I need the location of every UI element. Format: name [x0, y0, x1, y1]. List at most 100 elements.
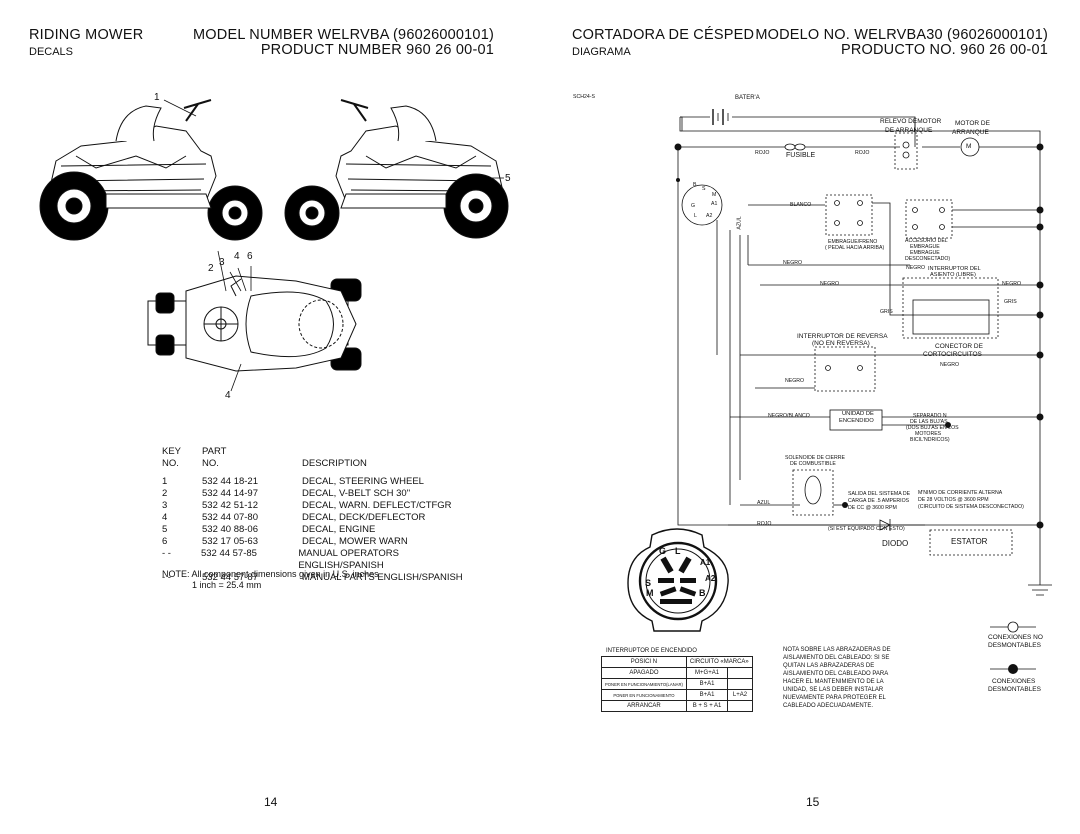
switch-letter-a1: A1 — [700, 558, 711, 567]
cell-posicion: PONER EN FUNCIONAMIENTO(LANAR) — [601, 678, 687, 690]
label-negro-6: NEGRO — [940, 362, 960, 368]
right-title: CORTADORA DE CÉSPED — [572, 27, 755, 43]
switch-letter-l: L — [675, 546, 681, 556]
left-model-number: MODEL NUMBER WELRVBA (96026000101) — [193, 27, 494, 43]
note-inch: 1 inch = 25.4 mm — [192, 580, 262, 590]
head-part-no: NO. — [202, 458, 219, 469]
callout-4-bottom: 4 — [225, 390, 231, 401]
row-key: - - — [162, 572, 171, 583]
schematic-id: SCH24-S — [573, 94, 595, 100]
switch-letter-m: M — [646, 588, 654, 598]
row-description: DECAL, WARN. DEFLECT/CTFGR — [302, 500, 452, 511]
label-negro-3: NEGRO — [820, 281, 840, 287]
label-negro-blanco: NEGRO/BLANCO — [768, 413, 810, 419]
switch-letter-s: S — [645, 578, 652, 588]
parts-table-head-1: KEY PART — [162, 446, 482, 458]
row-part-number: 532 44 57-85 — [200, 548, 257, 559]
row-description: MANUAL OPERATORS ENGLISH/SPANISH — [298, 548, 399, 571]
row-part-number: 532 44 57-87 — [202, 572, 258, 583]
legend-conexiones-no: CONEXIONES NO — [988, 634, 1043, 641]
mower-decal-illustration — [39, 99, 509, 392]
small-switch-l: L — [694, 213, 697, 219]
ignition-table-header: POSICI N CIRCUITO «MARCA» — [601, 656, 753, 668]
legend-desmontables-1: DESMONTABLES — [988, 642, 1041, 649]
right-product-number: PRODUCTO NO. 960 26 00-01 — [840, 42, 1048, 58]
row-part-number: 532 44 18-21 — [202, 476, 258, 487]
page-number-left: 14 — [264, 795, 278, 809]
label-azul-2: AZUL — [757, 500, 771, 506]
switch-letter-a2: A2 — [705, 574, 716, 583]
row-description: DECAL, MOWER WARN — [302, 536, 408, 547]
label-solenoide-1: SOLENOIDE DE CIERRE — [785, 455, 845, 461]
cell-circuito-2: L+A2 — [727, 689, 753, 701]
row-key: 4 — [162, 512, 168, 523]
wiring-note-line: HACER EL MANTENIMIENTO DE LA — [783, 679, 884, 685]
label-salida-2: CARGA DE .5 AMPERIOS — [848, 498, 910, 504]
left-title: RIDING MOWER — [29, 27, 144, 43]
label-salida-1: SALIDA DEL SISTEMA DE — [848, 491, 911, 497]
label-separado-3: (DOS BUJ'AS EN LOS — [906, 425, 959, 431]
label-salida-4: (SI EST EQUIPADO CON ESTO) — [828, 526, 905, 532]
label-negro-1: NEGRO — [783, 260, 803, 266]
label-negro-5: NEGRO — [785, 378, 805, 384]
row-description: DECAL, DECK/DEFLECTOR — [302, 512, 426, 523]
label-arranque: ARRANQUE — [952, 129, 989, 136]
cell-circuito: B+A1 — [685, 689, 729, 701]
row-description: DECAL, STEERING WHEEL — [302, 476, 424, 487]
header-circuito: CIRCUITO «MARCA» — [685, 656, 753, 668]
mower-top-view — [147, 250, 362, 392]
label-relevo: RELEVO DEMOTOR — [880, 118, 942, 125]
label-diodo: DIODO — [882, 539, 909, 548]
label-asiento: ASIENTO (LIBRE) — [930, 272, 976, 278]
label-accesorio-1: ACCESORIO DEL — [905, 238, 948, 244]
legend-desmontables-2: DESMONTABLES — [988, 686, 1041, 693]
wiring-note-line: CABLEADO ADECUADAMENTE. — [783, 703, 874, 709]
label-negro-4: NEGRO — [1002, 281, 1022, 287]
head-key: KEY — [162, 446, 182, 457]
row-part-number: 532 44 07-80 — [202, 512, 258, 523]
wiring-note-line: NUEVAMENTE PARA PROTEGER EL — [783, 695, 886, 701]
small-switch-s: S — [702, 186, 706, 192]
label-solenoide-2: DE COMBUSTIBLE — [790, 461, 836, 467]
wiring-note-line: AISLAMIENTO DEL CABLEADO: SI SE — [783, 655, 890, 661]
row-key: 3 — [162, 500, 168, 511]
label-blanco: BLANCO — [790, 202, 812, 208]
row-part-number: 532 17 05-63 — [202, 536, 258, 547]
head-part: PART — [202, 446, 227, 457]
label-de-arranque: DE ARRANQUE — [885, 127, 933, 134]
label-accesorio-4: DESCONECTADO) — [905, 256, 951, 262]
row-description: DECAL, V-BELT SCH 30" — [302, 488, 411, 499]
label-unidad-1: UNIDAD DE — [842, 411, 874, 417]
ignition-switch-drawing — [627, 528, 729, 632]
wiring-note-line: NOTA SOBRE LAS ABRAZADERAS DE — [783, 647, 891, 653]
label-embrague-2: ( PEDAL HACIA ARRIBA) — [825, 245, 885, 251]
mower-side-view-right — [284, 99, 509, 241]
label-azul-vertical: AZUL — [736, 216, 743, 230]
callout-1: 1 — [154, 92, 160, 103]
label-minimo-1: M'NIMO DE CORRIENTE ALTERNA — [918, 490, 1003, 496]
label-rojo-2: ROJO — [855, 150, 870, 156]
small-switch-m: M — [712, 192, 717, 198]
label-separado-4: MOTORES — [915, 431, 942, 437]
small-switch-a1: A1 — [711, 201, 718, 207]
cell-circuito: M+G+A1 — [685, 667, 729, 679]
label-gris-1: GRIS — [1004, 299, 1017, 305]
row-part-number: 532 40 88-06 — [202, 524, 258, 535]
row-key: - - — [162, 548, 171, 559]
motor-symbol: M — [966, 143, 972, 150]
label-minimo-3: (CIRCUITO DE SISTEMA DESCONECTADO) — [918, 504, 1024, 510]
page-number-right: 15 — [806, 795, 820, 809]
cell-circuito: B + S + A1 — [685, 700, 729, 712]
head-no: NO. — [162, 458, 179, 469]
ignition-table-title: INTERRUPTOR DE ENCENDIDO — [606, 648, 697, 654]
label-gris-2: GRIS — [880, 309, 893, 315]
wiring-schematic — [674, 109, 1052, 596]
label-reversa-1: INTERRUPTOR DE REVERSA — [797, 333, 888, 340]
